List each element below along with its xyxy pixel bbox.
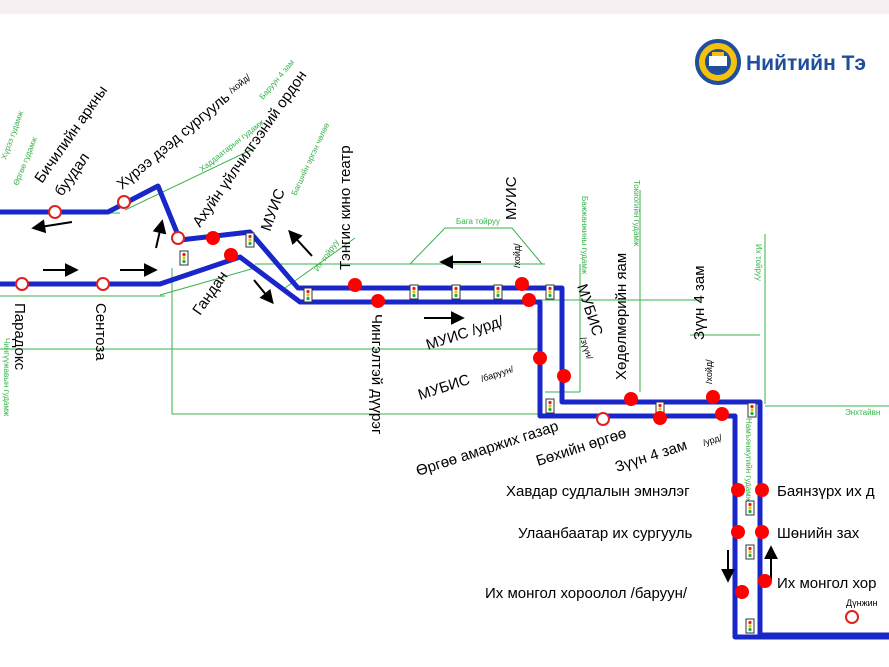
stop-label-sentoza: Сентоза <box>92 303 109 361</box>
stop-label-gandan: Гандан <box>189 268 231 318</box>
stop-dot[interactable] <box>758 574 772 588</box>
stop-dot[interactable] <box>715 407 729 421</box>
stop-label-bayanzurkh: Баянзүрх их д <box>777 483 875 500</box>
stop-circle[interactable] <box>171 231 185 245</box>
stop-label-paradoks: Парадокс <box>11 303 28 371</box>
street-labels: Өргөө гудамж Хүрээ гудамж Хаддаатарын гу… <box>0 58 880 503</box>
stop-label-muis-north-note: /хойд/ <box>512 243 522 268</box>
road-label: Бага тойруу <box>456 217 500 226</box>
arrow-up-left-icon <box>288 229 313 257</box>
stop-label-tengis: Тэнгис кино театр <box>337 145 354 270</box>
stop-label-zuun4-south-note: /урд/ <box>702 432 724 448</box>
stop-dot[interactable] <box>224 248 238 262</box>
road-label: Токиогийн гудамж <box>632 180 641 247</box>
road-label: Бажжанжины гудамж <box>580 196 589 275</box>
stop-circle[interactable] <box>117 195 131 209</box>
road-label: Чингүүжавын гудамж <box>2 338 11 417</box>
stop-label-akhuin: Ахуйн үйлчилгээний ордон <box>189 68 310 231</box>
stop-label-khuree: Хүрээ дээд сургууль <box>114 89 234 193</box>
stop-dot[interactable] <box>731 525 745 539</box>
stop-dot[interactable] <box>755 525 769 539</box>
road-label: Хүрээ гудамж <box>0 109 25 160</box>
stop-dot[interactable] <box>522 293 536 307</box>
stop-dot[interactable] <box>755 483 769 497</box>
stop-dot[interactable] <box>706 390 720 404</box>
traffic-light-icon <box>745 618 755 634</box>
stop-label-dunjin: Дүнжин <box>846 598 878 608</box>
stop-label-shonii: Шөнийн зах <box>777 525 860 542</box>
traffic-light-icon <box>451 284 461 300</box>
stop-label-urguu: Өргөө амаржих газар <box>414 418 561 480</box>
stop-label-ikh-mongol-west: Их монгол хороолол /баруун/ <box>485 585 688 602</box>
traffic-light-icon <box>747 402 757 418</box>
traffic-light-icon <box>545 284 555 300</box>
stop-label-khuree-note: /хойд/ <box>227 72 253 96</box>
stop-label-zuun4-north: Зүүн 4 зам <box>691 265 708 340</box>
street-lines <box>0 147 889 415</box>
brand-logo: Нийтийн Тэ <box>695 39 866 85</box>
road-label: Багшийн эргэн чөлөө <box>290 121 332 197</box>
stop-label-chingeltei: Чингэлтэй дүүрэг <box>368 314 385 435</box>
traffic-light-icon <box>745 500 755 516</box>
route-northbound <box>0 183 889 638</box>
arrow-left-icon <box>31 219 73 234</box>
stop-circle[interactable] <box>96 277 110 291</box>
arrow-down-right-icon <box>253 279 274 305</box>
stop-markers <box>15 195 859 624</box>
stop-label-zuun4-north-note: /хойд/ <box>704 359 714 384</box>
stop-dot[interactable] <box>624 392 638 406</box>
stop-label-khudelmur: Хөдөлмөрийн яам <box>613 253 630 380</box>
traffic-light-icon <box>409 284 419 300</box>
stop-dot[interactable] <box>735 585 749 599</box>
stop-dot[interactable] <box>731 483 745 497</box>
traffic-lights <box>179 232 757 634</box>
stop-label-zuun4-south: Зүүн 4 зам <box>613 437 689 476</box>
road-label: Энхтайвн <box>845 408 880 417</box>
stop-circle[interactable] <box>48 205 62 219</box>
stop-labels: Бичилийн аркны буудал Хүрээ дээд сургуул… <box>11 68 878 608</box>
stop-dot[interactable] <box>557 369 571 383</box>
traffic-light-icon <box>179 250 189 266</box>
road-label: Их тойруу <box>754 244 763 281</box>
stop-label-mubis-east: МУБИС <box>573 282 606 338</box>
stop-label-muis-north: МУИС <box>503 176 520 220</box>
traffic-light-icon <box>303 287 313 303</box>
stop-dot[interactable] <box>515 277 529 291</box>
stop-circle[interactable] <box>845 610 859 624</box>
stop-label-muis-top: МУИС <box>258 186 289 233</box>
stop-dot[interactable] <box>348 278 362 292</box>
route-southbound <box>0 254 889 640</box>
direction-arrows <box>31 219 778 583</box>
stop-circle[interactable] <box>596 412 610 426</box>
stop-label-ikh-mongol-east: Их монгол хор <box>777 575 876 592</box>
traffic-light-icon <box>245 232 255 248</box>
traffic-light-icon <box>493 284 503 300</box>
stop-dot[interactable] <box>371 294 385 308</box>
traffic-light-icon <box>745 544 755 560</box>
road-label: Намъянжугийн гудамж <box>744 418 753 503</box>
stop-label-mubis-west-note: /баруун/ <box>480 364 516 384</box>
bus-route <box>0 183 889 640</box>
stop-dot[interactable] <box>206 231 220 245</box>
stop-dot[interactable] <box>533 351 547 365</box>
stop-circle[interactable] <box>15 277 29 291</box>
stop-label-khavdar: Хавдар судлалын эмнэлэг <box>506 483 690 500</box>
top-strip <box>0 0 889 14</box>
arrow-up-icon <box>152 219 167 249</box>
stop-label-ub-university: Улаанбаатар их сургууль <box>518 525 693 542</box>
stop-label-mubis-east-note: /зүүн/ <box>578 336 595 362</box>
brand-name: Нийтийн Тэ <box>746 52 866 75</box>
stop-dot[interactable] <box>653 411 667 425</box>
stop-label-mubis-west: МУБИС <box>416 371 472 404</box>
traffic-light-icon <box>545 398 555 414</box>
